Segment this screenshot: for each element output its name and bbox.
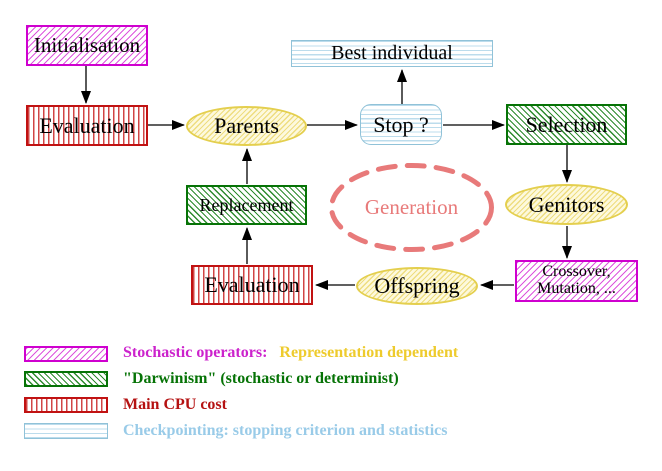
node-replacement: Replacement — [186, 185, 307, 225]
node-evaluation-bottom: Evaluation — [191, 265, 313, 305]
node-crossover-mutation: Crossover, Mutation, ... — [515, 260, 638, 302]
crossover-line-1: Crossover, — [542, 263, 611, 281]
legend-text-representation-dependent: Representation dependent — [279, 344, 459, 361]
legend-swatch-main-cpu-cost — [24, 397, 108, 413]
legend-label-checkpointing: Checkpointing: stopping criterion and st… — [123, 422, 448, 439]
node-selection: Selection — [506, 104, 627, 145]
legend-text-stochastic: Stochastic operators: — [123, 344, 268, 361]
node-evaluation-top: Evaluation — [26, 105, 148, 146]
node-parents: Parents — [186, 106, 307, 146]
node-genitors: Genitors — [505, 184, 628, 225]
node-initialisation: Initialisation — [26, 25, 148, 66]
legend-swatch-darwinism — [24, 371, 108, 387]
node-offspring: Offspring — [356, 267, 478, 305]
legend-label-stochastic-operators: Stochastic operators: Representation depe… — [123, 344, 458, 362]
node-stop-test: Stop ? — [360, 104, 442, 145]
node-best-individual: Best individual — [291, 40, 493, 67]
node-generation-label: Generation — [364, 195, 459, 220]
legend-label-main-cpu-cost: Main CPU cost — [123, 396, 227, 413]
legend-swatch-stochastic-operators — [24, 346, 108, 362]
legend-swatch-checkpointing — [24, 423, 108, 439]
crossover-line-2: Mutation, ... — [537, 280, 616, 297]
legend-label-darwinism: "Darwinism" (stochastic or determinist) — [123, 370, 399, 387]
